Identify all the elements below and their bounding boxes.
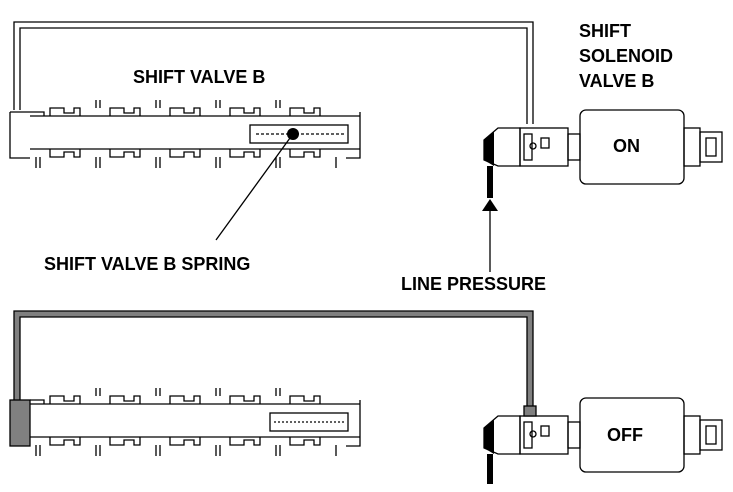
shift-valve-body-off [30, 388, 361, 456]
line-pressure-arrow [482, 199, 498, 211]
spring-leader-line [215, 137, 291, 241]
shift-valve-body [9, 100, 361, 168]
shift-solenoid-valve-on [483, 109, 723, 185]
solenoid-state-off: OFF [607, 425, 643, 445]
solenoid-label-line3: VALVE B [579, 71, 654, 91]
line-pressure-feed [487, 166, 493, 198]
panel-solenoid-on [9, 21, 723, 272]
spring-chamber [249, 124, 349, 144]
shift-solenoid-valve-off [483, 397, 723, 473]
solenoid-label-line1: SHIFT [579, 21, 631, 41]
solenoid-label-line2: SOLENOID [579, 46, 673, 66]
spring-pointer-dot [287, 128, 299, 140]
spring-label: SHIFT VALVE B SPRING [44, 254, 250, 274]
solenoid-state-on: ON [613, 136, 640, 156]
panel-solenoid-off [9, 310, 723, 484]
line-pressure-feed-off [487, 454, 493, 484]
spring-chamber-compressed [269, 412, 349, 432]
line-pressure-label: LINE PRESSURE [401, 274, 546, 294]
hydraulic-passage [13, 21, 534, 124]
pressurized-end-chamber [9, 399, 31, 447]
hydraulic-passage-pressurized [14, 311, 533, 412]
shift-valve-label: SHIFT VALVE B [133, 67, 265, 87]
